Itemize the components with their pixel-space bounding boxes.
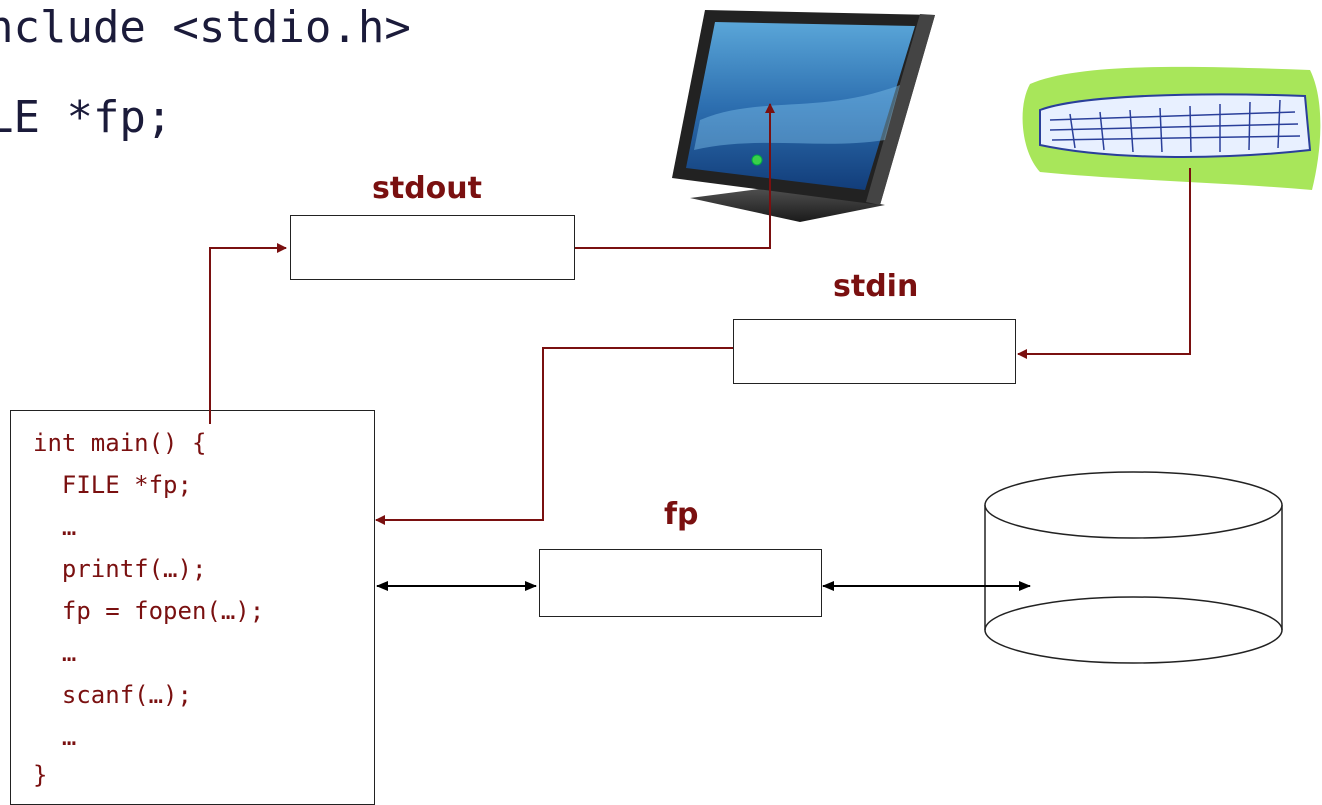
- stdout-label: stdout: [372, 171, 482, 206]
- monitor-icon: [672, 10, 935, 222]
- code-line: scanf(…);: [33, 681, 192, 709]
- fp-buffer-box: [539, 549, 822, 617]
- program-to-stdout-arrow: [209, 243, 287, 424]
- code-line: FILE *fp;: [33, 471, 192, 499]
- fp-label: fp: [664, 497, 699, 532]
- disk-cylinder-icon: [984, 471, 1283, 664]
- code-line: …: [33, 513, 77, 541]
- code-line: }: [33, 761, 48, 789]
- stdin-buffer-box: [733, 319, 1016, 384]
- keyboard-to-stdin-arrow: [1017, 168, 1191, 359]
- stdin-to-program-arrow: [375, 347, 733, 525]
- stdout-to-monitor-arrow: [575, 103, 775, 249]
- header-include-line: #include <stdio.h>: [0, 2, 411, 53]
- stdin-label: stdin: [833, 269, 919, 304]
- code-line: printf(…);: [33, 555, 207, 583]
- keyboard-icon: [1022, 66, 1321, 190]
- stdout-buffer-box: [290, 215, 575, 280]
- code-line: …: [33, 723, 77, 751]
- header-file-decl-line: FILE *fp;: [0, 92, 173, 143]
- stdin-arrows: [375, 168, 1191, 525]
- code-line: int main() {: [33, 429, 207, 457]
- code-line: …: [33, 639, 77, 667]
- stdout-arrows: [209, 103, 775, 424]
- code-line: fp = fopen(…);: [33, 597, 265, 625]
